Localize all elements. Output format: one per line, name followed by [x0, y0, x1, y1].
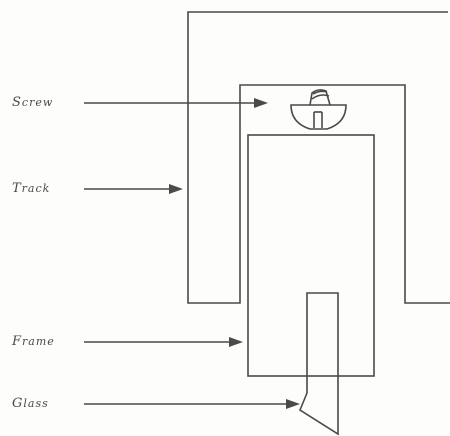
track-outline: [187, 11, 450, 304]
screw-arrowhead: [254, 98, 268, 108]
frame-arrowhead: [229, 337, 243, 347]
glass-outline: [299, 292, 339, 436]
track-arrowhead: [169, 184, 183, 194]
frame-outline: [247, 134, 375, 377]
glass-arrowhead: [286, 399, 300, 409]
screw-label: Screw: [12, 95, 54, 110]
screw-icon: [290, 89, 347, 130]
glass-label: Glass: [12, 396, 49, 411]
track-label: Track: [12, 181, 51, 196]
frame-label: Frame: [12, 334, 55, 349]
